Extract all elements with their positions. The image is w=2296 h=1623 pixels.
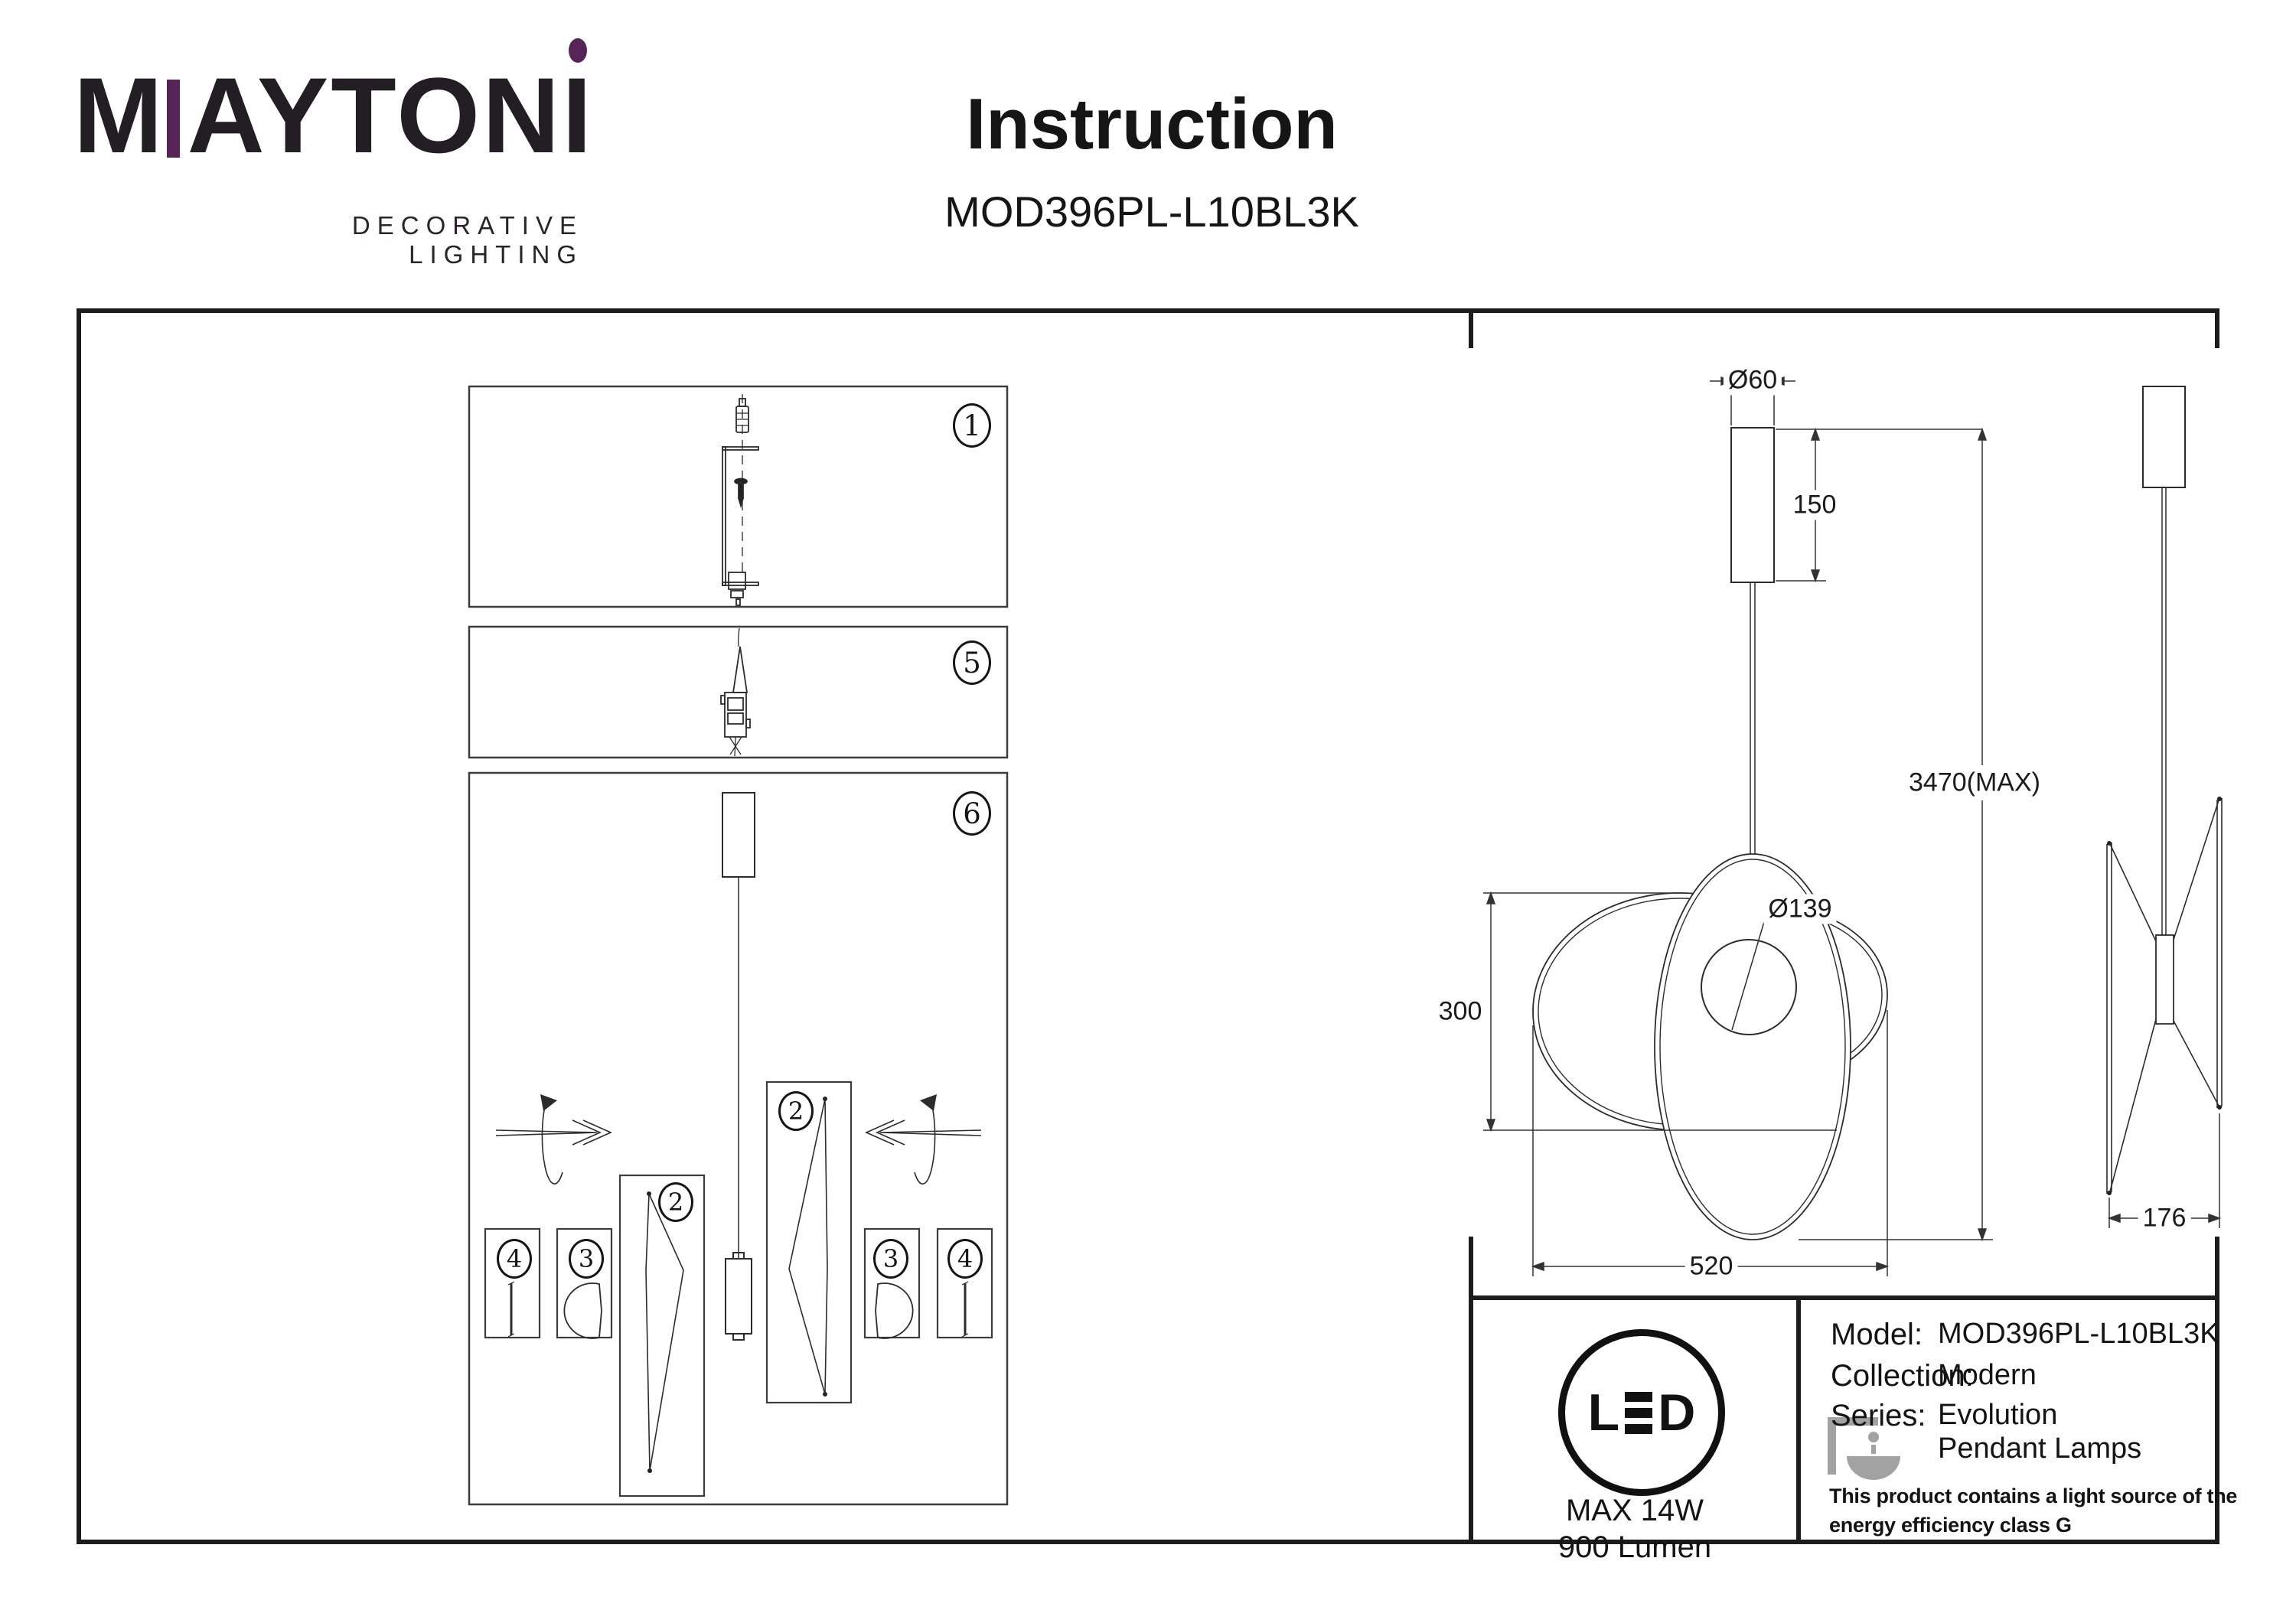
luminous-flux: 900 Lumen [1557,1530,1712,1564]
collection-label: Collection: [1831,1359,1974,1393]
energy-info-line2: energy efficiency class G [1829,1514,2072,1537]
dim-canopy-diameter: Ø60 [1723,365,1782,396]
step5-connector-drawing [720,627,751,757]
dim-hole-diameter: Ø139 [1763,894,1837,924]
step-1-badge: 1 [953,403,991,448]
collection-value: Modern [1938,1359,2037,1391]
model-label: Model: [1831,1318,1923,1351]
part-3-badge-left: 3 [569,1239,604,1279]
dim-total-width: 520 [1684,1251,1738,1282]
part-2-badge-left: 2 [658,1182,693,1222]
step1-mounting-drawing [722,394,759,606]
step-boxes [468,385,1009,1506]
category-value: Pendant Lamps [1938,1432,2142,1465]
dim-max-drop: 3470(MAX) [1904,768,2045,798]
led-logo-e-icon [1625,1391,1653,1434]
pendant-lamp-icon [1828,1417,1900,1480]
brand-logo-dot-icon [569,38,588,63]
side-view-drawing [2106,386,2223,1228]
brand-tagline: DECORATIVE LIGHTING [351,211,583,269]
brand-logo-rest: AYTON [187,55,563,175]
title-block: Instruction MOD396PL-L10BL3K [846,83,1458,236]
led-logo-l: L [1587,1383,1620,1442]
series-value: Evolution [1938,1399,2058,1431]
led-logo: L D [1558,1329,1725,1496]
step6-assembly-drawing [484,792,993,1498]
energy-info-line1: This product contains a light source of … [1829,1484,2238,1507]
dim-leaf-height: 300 [1433,996,1487,1027]
brand-logo-m: M [73,55,165,175]
led-logo-d: D [1658,1383,1696,1442]
part-4-badge-right: 4 [947,1239,983,1279]
part-2-badge-right: 2 [778,1091,814,1131]
brand-logo-i: I [562,38,594,169]
model-value: MOD396PL-L10BL3K [1938,1318,2219,1350]
model-number-subtitle: MOD396PL-L10BL3K [944,187,1359,236]
frame-borders [77,308,2219,1544]
front-view-drawing [1532,427,1888,1240]
page-title: Instruction [966,83,1338,164]
dim-side-depth: 176 [2138,1203,2191,1234]
step-5-badge: 5 [953,640,991,685]
part-4-badge-left: 4 [497,1239,532,1279]
series-label: Series: [1831,1399,1926,1432]
dim-canopy-height: 150 [1788,490,1841,520]
brand-logo-purple-bar [166,80,180,158]
max-wattage: MAX 14W [1565,1494,1704,1527]
step-6-badge: 6 [953,791,991,836]
part-3-badge-right: 3 [873,1239,908,1279]
